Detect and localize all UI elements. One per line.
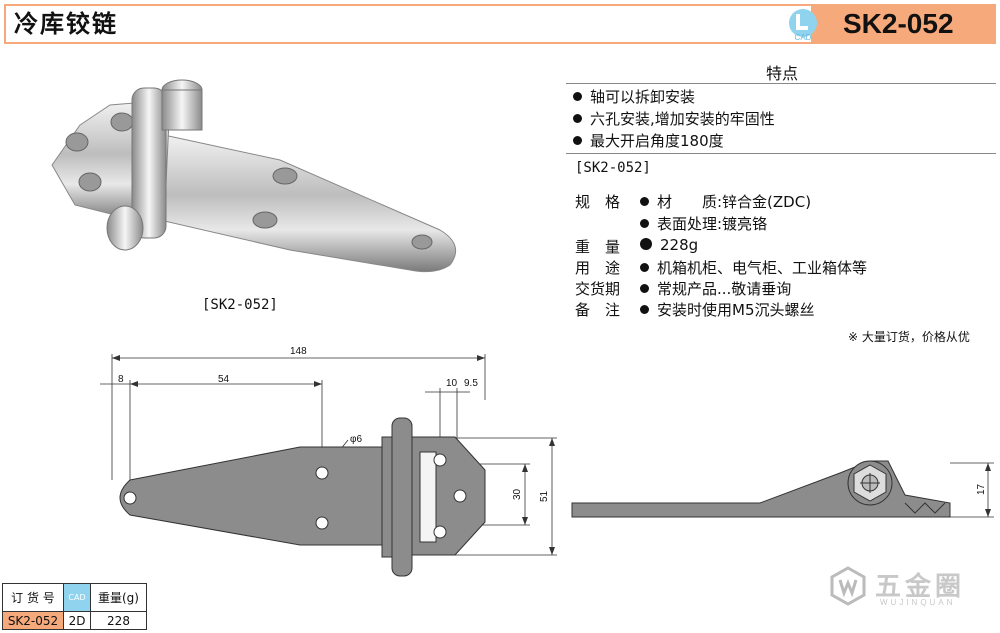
watermark-logo-icon [828,566,868,606]
spec-label: 规 格 [575,193,621,211]
spec-model: [SK2-052] [575,160,651,176]
spec-label: 用 途 [575,259,621,277]
features-divider-bottom [566,153,996,154]
product-code: SK2-052 [843,8,954,39]
order-table-cell: SK2-052 [2,611,64,630]
cad-logo-label: CAD [795,33,812,42]
order-table-header: 重量(g) [90,583,147,612]
spec-value: 机箱机柜、电气柜、工业箱体等 [640,257,867,278]
watermark-sub: WUJINQUAN [880,598,956,607]
code-box [835,6,992,42]
order-note: ※ 大量订货，价格从优 [848,330,970,344]
feature-item: 最大开启角度180度 [573,130,724,151]
spec-label: 备 注 [575,301,621,319]
dim-mid: 54 [218,374,230,385]
dim-left: 8 [118,374,124,385]
spec-label: 交货期 [575,280,621,298]
side-view-drawing: 17 [570,455,1000,535]
watermark-brand: 五金圈 [875,572,966,602]
spec-value: 常规产品...敬请垂询 [640,278,791,299]
photo-caption: [SK2-052] [202,297,278,313]
order-table-cell: 2D [63,611,91,630]
features-heading: 特点 [766,64,799,83]
feature-item: 轴可以拆卸安装 [573,86,695,107]
features-divider-top [566,83,996,84]
top-view-drawing: 148 8 54 10 9.5 φ6 30 51 [90,340,570,585]
spec-value: 228g [640,236,698,254]
dim-hole: φ6 [350,434,362,445]
header-title-box [6,6,811,42]
order-table: 订 货 号 CAD 重量(g) SK2-052 2D 228 [2,583,147,630]
order-table-header-cad: CAD [63,583,91,612]
cad-logo-icon: CAD [785,8,821,42]
spec-value: 安装时使用M5沉头螺丝 [640,299,815,320]
spec-value: 表面处理:镀亮铬 [640,213,767,234]
dim-17: 17 [976,483,987,495]
dim-30: 30 [512,488,523,500]
dim-51: 51 [539,490,550,502]
spec-label: 重 量 [575,238,621,256]
dim-10: 10 [446,378,458,389]
dim-total: 148 [290,346,307,357]
spec-value: 材 质:锌合金(ZDC) [640,191,811,212]
order-table-cell: 228 [90,611,147,630]
dim-9-5: 9.5 [464,378,478,389]
feature-item: 六孔安装,增加安装的牢固性 [573,108,775,129]
page-title: 冷库铰链 [14,10,118,38]
hinge-photo [40,70,470,290]
order-table-header: 订 货 号 [2,583,64,612]
